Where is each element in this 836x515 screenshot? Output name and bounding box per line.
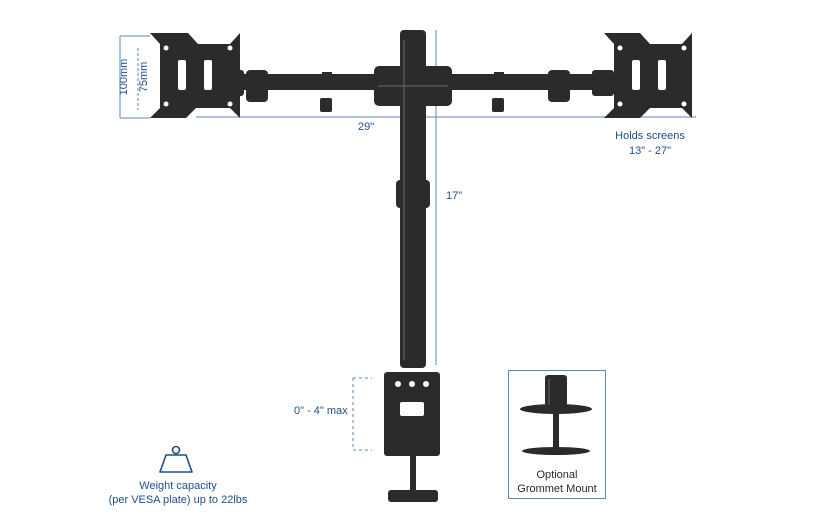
weight-line1: Weight capacity (139, 480, 217, 492)
height-inner-label: 75mm (138, 61, 150, 93)
clamp-range-label: 0" - 4" max (294, 405, 348, 417)
mount-edges (378, 40, 448, 360)
height-outer-label: 100mm (118, 58, 130, 96)
grommet-line1: Optional (536, 469, 578, 481)
grommet-line2: Grommet Mount (517, 483, 597, 495)
arm-span-label: 29" (358, 121, 375, 133)
mount-details (163, 45, 687, 416)
screens-line1: Holds screens (615, 130, 685, 142)
weight-line2: (per VESA plate) up to 22lbs (108, 494, 248, 506)
mount-metal (150, 30, 692, 502)
screens-line2: 13" - 27" (628, 145, 672, 157)
pole-height-label: 17" (446, 190, 463, 202)
weight-icon (159, 445, 193, 473)
grommet-illustration (520, 375, 592, 455)
grommet-inset: Optional Grommet Mount (508, 370, 606, 499)
